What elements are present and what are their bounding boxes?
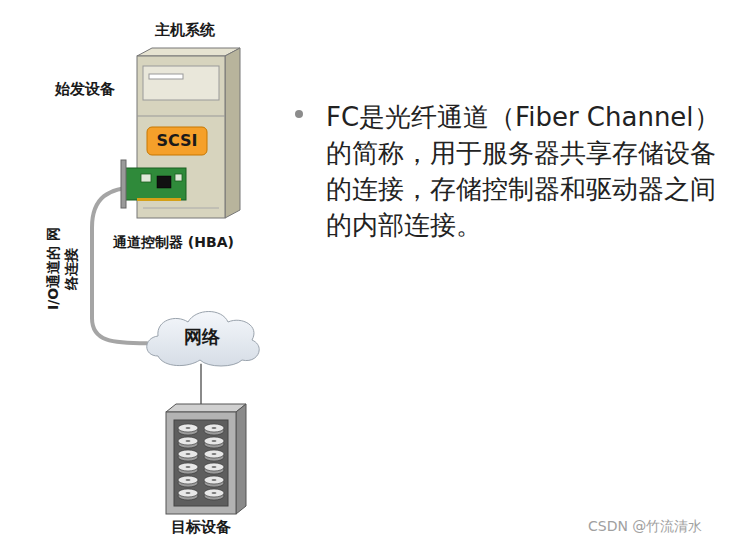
ellipse-shape — [212, 427, 217, 429]
ellipse-shape — [212, 453, 217, 455]
bullet-text: FC是光纤通道（Fiber Channel）的简称，用于服务器共享存储设备的连接… — [326, 100, 731, 244]
polygon-shape — [166, 404, 246, 412]
ellipse-shape — [204, 424, 224, 432]
network-cloud: 网络 — [138, 306, 266, 368]
ellipse-shape — [186, 479, 191, 481]
ellipse-shape — [204, 463, 224, 471]
polygon-shape — [137, 48, 240, 56]
ellipse-shape — [178, 489, 198, 497]
ellipse-shape — [186, 427, 191, 429]
hba-bracket — [121, 160, 126, 208]
rect-shape — [137, 198, 181, 201]
ellipse-shape — [178, 476, 198, 484]
line-shape — [143, 208, 219, 209]
rect-shape — [174, 420, 228, 506]
role-label: 始发设备 — [55, 80, 115, 99]
rect-shape — [149, 74, 183, 79]
ellipse-shape — [178, 450, 198, 458]
ellipse-shape — [204, 437, 224, 445]
ellipse-shape — [186, 440, 191, 442]
ellipse-shape — [204, 489, 224, 497]
watermark: CSDN @竹流清水 — [588, 518, 702, 536]
line-shape — [137, 116, 225, 117]
hba-card — [124, 168, 186, 200]
ellipse-shape — [178, 463, 198, 471]
host-tower: 主机系统SCSI — [137, 48, 240, 218]
ellipse-shape — [178, 424, 198, 432]
link-label: I/O通道的 网络连接 — [45, 224, 80, 312]
ellipse-shape — [186, 453, 191, 455]
hba-label: 通道控制器 (HBA) — [113, 234, 234, 252]
rect-shape — [175, 174, 182, 181]
ellipse-shape — [204, 450, 224, 458]
ellipse-shape — [212, 466, 217, 468]
storage-array-drawing — [166, 404, 246, 514]
polygon-shape — [236, 404, 246, 514]
node-heading: 主机系统 — [155, 21, 215, 40]
ellipse-shape — [212, 479, 217, 481]
polygon-shape — [225, 48, 240, 218]
ellipse-shape — [178, 437, 198, 445]
rect-shape — [157, 176, 171, 188]
ellipse-shape — [204, 476, 224, 484]
node-heading: 目标设备 — [171, 518, 231, 537]
rect-shape — [147, 127, 207, 155]
ellipse-shape — [186, 466, 191, 468]
storage-array: 目标设备 — [166, 404, 246, 514]
cloud-label: 网络 — [138, 306, 266, 368]
ellipse-shape — [186, 492, 191, 494]
network-link — [200, 364, 202, 408]
ellipse-shape — [212, 440, 217, 442]
ellipse-shape — [212, 492, 217, 494]
scsi-box: SCSI — [146, 126, 208, 156]
rect-shape — [166, 412, 236, 514]
rect-shape — [143, 66, 219, 100]
box-label: SCSI — [146, 126, 208, 156]
rect-shape — [141, 174, 151, 182]
